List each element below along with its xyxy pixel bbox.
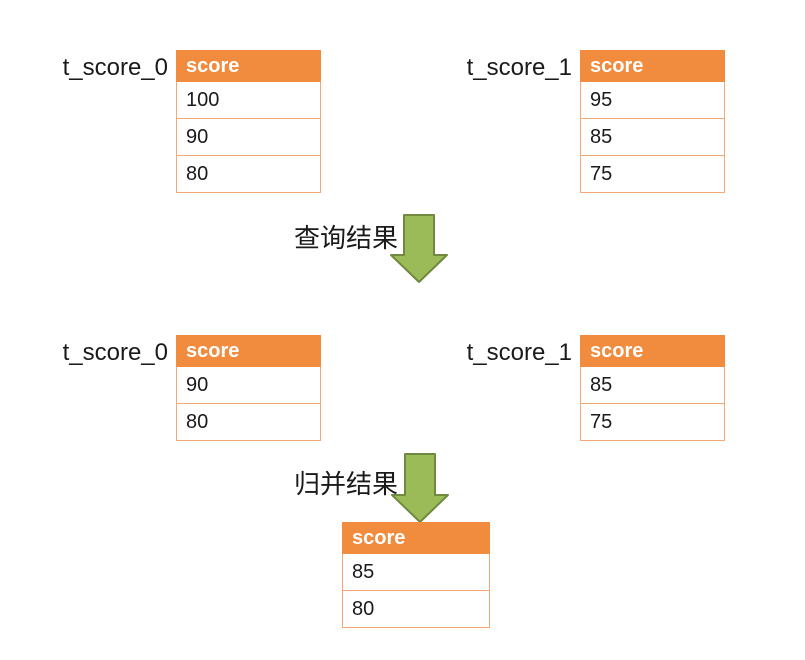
table-t-score-1-stage2: score 85 75 — [580, 335, 725, 441]
table-header-cell: score — [342, 522, 490, 554]
table-header-row: score — [580, 335, 725, 367]
table-cell: 85 — [580, 366, 725, 404]
table-row: 80 — [176, 155, 321, 193]
table-row: 90 — [176, 118, 321, 156]
table-cell: 85 — [342, 553, 490, 591]
down-arrow-icon — [390, 214, 448, 283]
table-row: 85 — [580, 366, 725, 404]
table-row: 90 — [176, 366, 321, 404]
table-row: 85 — [342, 553, 490, 591]
table-header-row: score — [176, 50, 321, 82]
table-label-t-score-0-stage1: t_score_0 — [62, 54, 168, 81]
table-cell: 75 — [580, 155, 725, 193]
table-label-t-score-0-stage2: t_score_0 — [62, 339, 168, 366]
table-header-cell: score — [176, 335, 321, 367]
table-header-cell: score — [176, 50, 321, 82]
table-header-row: score — [342, 522, 490, 554]
down-arrow-icon — [391, 453, 449, 523]
table-row: 80 — [342, 590, 490, 628]
table-label-t-score-1-stage1: t_score_1 — [466, 54, 572, 81]
table-cell: 95 — [580, 81, 725, 119]
table-row: 95 — [580, 81, 725, 119]
table-row: 80 — [176, 403, 321, 441]
table-header-cell: score — [580, 50, 725, 82]
table-cell: 90 — [176, 366, 321, 404]
table-header-row: score — [580, 50, 725, 82]
table-merged-result: score 85 80 — [342, 522, 490, 628]
table-cell: 85 — [580, 118, 725, 156]
query-results-label: 查询结果 — [293, 223, 398, 253]
table-cell: 100 — [176, 81, 321, 119]
table-row: 85 — [580, 118, 725, 156]
table-t-score-0-stage2: score 90 80 — [176, 335, 321, 441]
table-cell: 80 — [342, 590, 490, 628]
table-t-score-0-stage1: score 100 90 80 — [176, 50, 321, 193]
table-label-t-score-1-stage2: t_score_1 — [466, 339, 572, 366]
merge-results-label: 归并结果 — [293, 469, 398, 499]
table-cell: 80 — [176, 403, 321, 441]
table-t-score-1-stage1: score 95 85 75 — [580, 50, 725, 193]
table-row: 75 — [580, 403, 725, 441]
table-row: 100 — [176, 81, 321, 119]
table-cell: 80 — [176, 155, 321, 193]
table-cell: 90 — [176, 118, 321, 156]
table-header-row: score — [176, 335, 321, 367]
table-row: 75 — [580, 155, 725, 193]
table-cell: 75 — [580, 403, 725, 441]
table-header-cell: score — [580, 335, 725, 367]
